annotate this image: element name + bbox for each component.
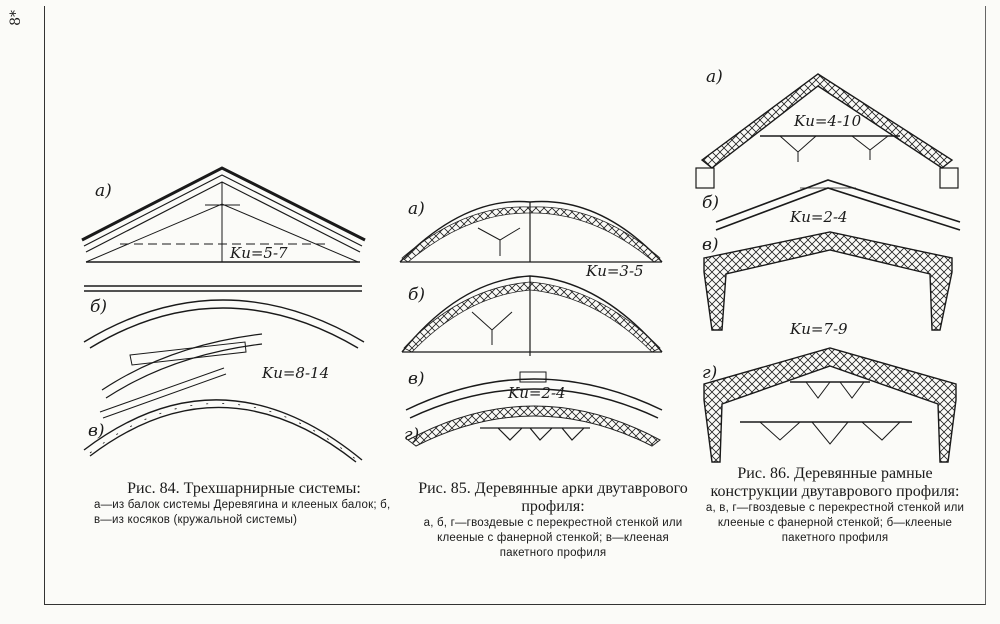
- fig84-coef-a: Kи=5-7: [229, 244, 288, 262]
- fig85-coef-ab: Kи=3-5: [585, 262, 644, 280]
- fig85-label-b: б): [408, 285, 425, 305]
- fig85g-arch: [407, 405, 661, 447]
- fig85a-arch: [399, 200, 663, 263]
- fig85-label-v: в): [408, 369, 425, 389]
- fig85-label-g: г): [404, 425, 419, 445]
- fig85-drawing: а) б) в) г) Kи=3-5 Kи=2-4: [399, 199, 663, 447]
- fig86-caption: Рис. 86. Деревянные рамные конструкции д…: [700, 465, 970, 546]
- fig85b-arch: [401, 275, 663, 356]
- fig86-caption-desc: а, в, г—гвоздевые с перекрестной стенкой…: [705, 502, 965, 544]
- fig85-caption-title: Рис. 85. Деревянные арки двутаврового пр…: [418, 480, 688, 515]
- fig84-caption-title: Рис. 84. Трехшарнирные системы:: [127, 480, 361, 497]
- fig84-label-v: в): [88, 421, 105, 441]
- fig84-caption: Рис. 84. Трехшарнирные системы: а—из бал…: [94, 480, 394, 528]
- fig84b-arch: [83, 299, 365, 419]
- fig85-caption-desc: а, б, г—гвоздевые с перекрестной стенкой…: [423, 517, 683, 559]
- fig84-drawing: а) б) в) Kи=5-7 Kи=8-14: [81, 166, 366, 463]
- fig84v-arch: [83, 399, 363, 463]
- fig86-label-g: г): [702, 363, 717, 383]
- fig85-coef-vg: Kи=2-4: [507, 384, 566, 402]
- fig84a-truss: [81, 166, 366, 263]
- fig86-label-a: а): [706, 67, 723, 87]
- fig85-label-a: а): [408, 199, 425, 219]
- fig86b-beam: [715, 179, 961, 231]
- fig84-caption-desc: а—из балок системы Деревягина и клееных …: [94, 499, 391, 526]
- fig86-coef-a: Kи=4-10: [793, 112, 862, 130]
- fig86-drawing: а) б) в) г) Kи=4-10 Kи=2-4 Kи=7-9: [695, 67, 961, 463]
- fig85-caption: Рис. 85. Деревянные арки двутаврового пр…: [418, 480, 688, 561]
- fig86-label-b: б): [702, 193, 719, 213]
- fig84-label-b: б): [90, 297, 107, 317]
- page-frame: [44, 6, 986, 605]
- fig86-caption-title: Рис. 86. Деревянные рамные конструкции д…: [710, 465, 960, 500]
- fig86g-frame: [703, 347, 957, 463]
- fig86-coef-vg: Kи=7-9: [789, 320, 848, 338]
- fig86v-frame: [703, 231, 953, 331]
- fig86a-frame: [695, 73, 959, 189]
- fig86-label-v: в): [702, 235, 719, 255]
- fig86-coef-b: Kи=2-4: [789, 208, 848, 226]
- fig85v-arch: [405, 371, 663, 419]
- fig84-label-a: а): [95, 181, 112, 201]
- fig84b-beam: [84, 285, 362, 292]
- fig84-coef-bv: Kи=8-14: [261, 364, 329, 382]
